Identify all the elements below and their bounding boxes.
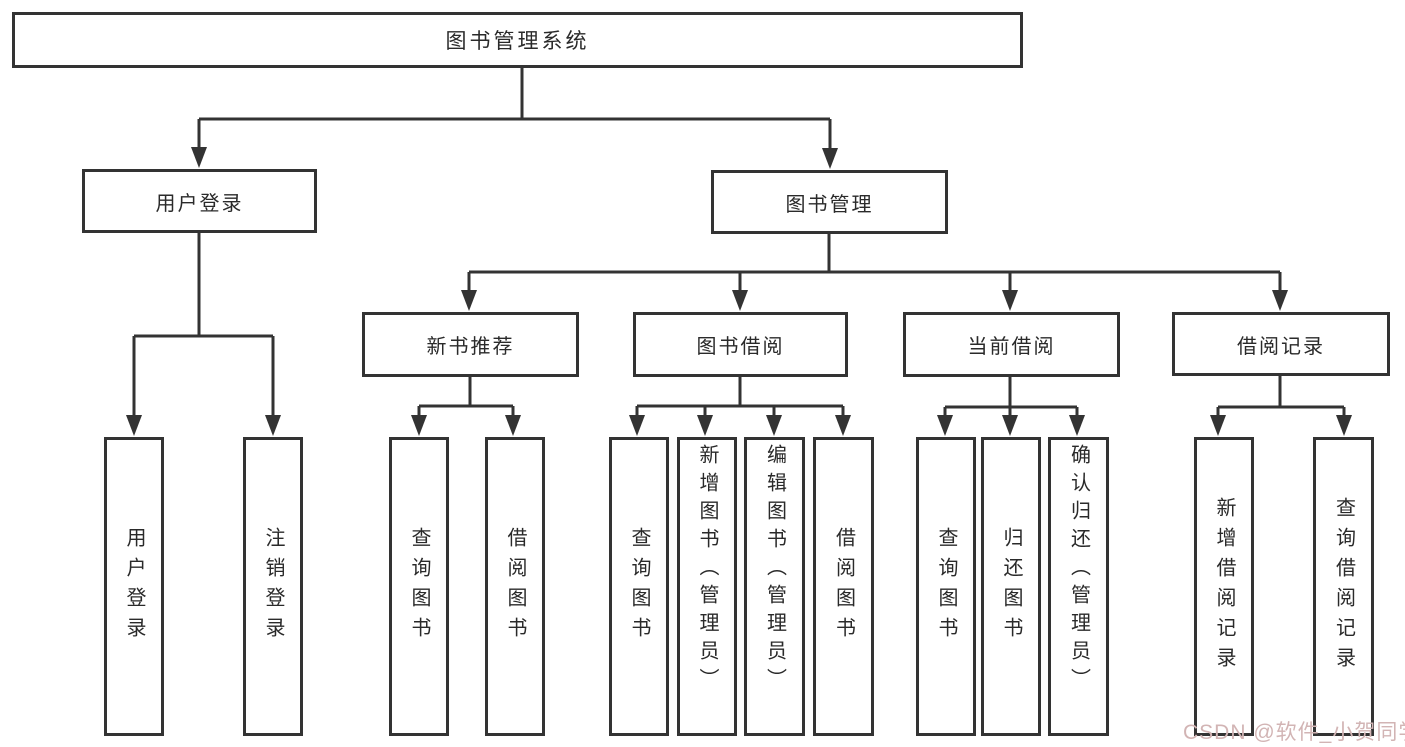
leaf-confirm-return-admin-label: 确认归还（管理员） [1067,444,1090,696]
node-borrow-records-label: 借阅记录 [1237,335,1325,358]
node-borrow-records: 借阅记录 [1172,312,1390,376]
leaf-confirm-return-admin: 确认归还（管理员） [1048,437,1109,736]
csdn-watermark: CSDN @软件_小贺同学 [1183,721,1405,744]
node-book-management-module: 图书管理 [711,170,948,234]
leaf-add-book-admin-label: 新增图书（管理员） [696,444,718,696]
leaf-edit-book-admin-label: 编辑图书（管理员） [763,444,786,696]
leaf-query-books-recommend-label: 查询图书 [408,526,430,647]
leaf-return-books: 归还图书 [981,437,1041,736]
leaf-user-login-label: 用户登录 [123,526,145,647]
node-book-borrow: 图书借阅 [633,312,848,377]
leaf-query-books-current-label: 查询图书 [935,526,957,647]
node-book-management-label: 图书管理 [785,193,874,216]
leaf-borrow-books-borrow-label: 借阅图书 [832,526,855,647]
node-user-login-label: 用户登录 [155,192,244,215]
node-current-borrow: 当前借阅 [903,312,1120,377]
leaf-query-borrow-record-label: 查询借阅记录 [1332,496,1355,677]
node-root-system: 图书管理系统 [12,12,1023,68]
leaf-return-books-label: 归还图书 [1000,526,1022,647]
leaf-borrow-books-recommend-label: 借阅图书 [504,526,526,647]
leaf-logout-label: 注销登录 [262,526,284,647]
leaf-add-borrow-record-label: 新增借阅记录 [1213,496,1235,677]
leaf-query-books-recommend: 查询图书 [389,437,449,736]
leaf-query-borrow-record: 查询借阅记录 [1313,437,1374,736]
node-new-book-recommend-label: 新书推荐 [426,336,515,358]
leaf-add-borrow-record: 新增借阅记录 [1194,437,1254,736]
leaf-query-books-current: 查询图书 [916,437,976,736]
leaf-query-books-borrow: 查询图书 [609,437,669,736]
node-current-borrow-label: 当前借阅 [967,336,1056,358]
node-root-label: 图书管理系统 [445,30,590,53]
leaf-user-login: 用户登录 [104,437,164,736]
leaf-add-book-admin: 新增图书（管理员） [677,437,737,736]
leaf-query-books-borrow-label: 查询图书 [628,526,650,647]
leaf-borrow-books-borrow: 借阅图书 [813,437,874,736]
node-user-login-module: 用户登录 [82,169,317,233]
leaf-logout: 注销登录 [243,437,303,736]
node-new-book-recommend: 新书推荐 [362,312,579,377]
node-book-borrow-label: 图书借阅 [696,336,785,358]
leaf-edit-book-admin: 编辑图书（管理员） [744,437,805,736]
leaf-borrow-books-recommend: 借阅图书 [485,437,545,736]
